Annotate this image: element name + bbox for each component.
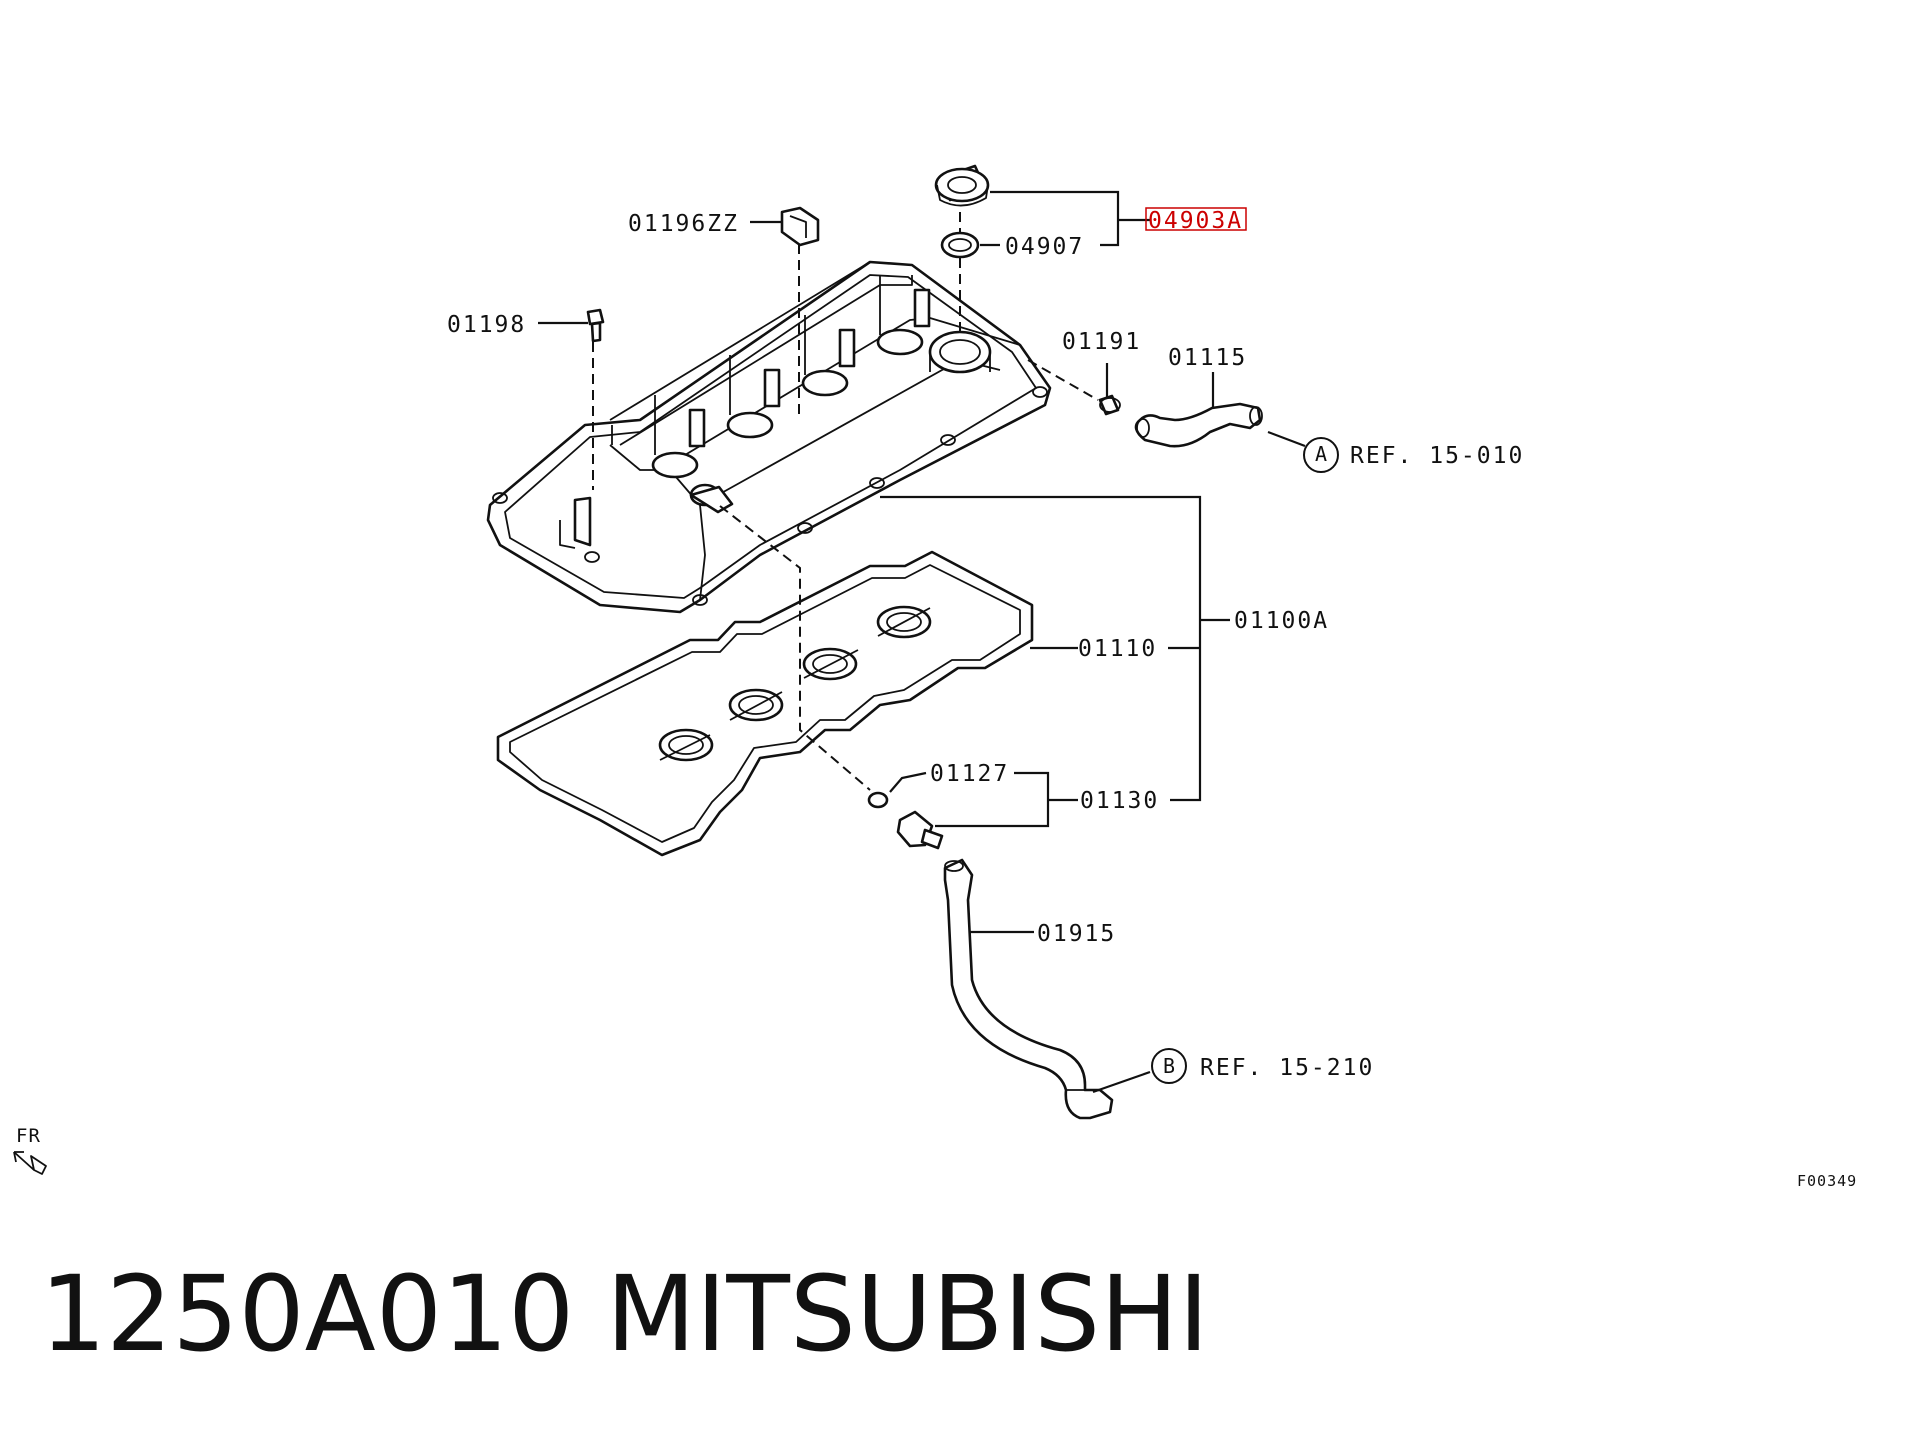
label-bracket-clip: 01196ZZ: [628, 211, 739, 237]
ref-a-marker: A: [1315, 442, 1328, 466]
highlight-box: [1145, 207, 1247, 231]
brand-name: MITSUBISHI: [606, 1253, 1209, 1375]
valve-cover-gasket: [496, 550, 1034, 857]
cap-gasket-inner: [948, 238, 972, 252]
pcv-o-ring: [867, 791, 889, 809]
lower-breather-hose: [943, 858, 1114, 1120]
valve-cover: [486, 260, 1052, 614]
front-label: FR: [16, 1125, 41, 1147]
label-lower-hose: 01915: [1037, 921, 1116, 947]
cover-bolt: [586, 308, 605, 343]
label-cover-assy: 01100A: [1234, 608, 1329, 634]
pcv-valve: [896, 810, 944, 850]
label-clamp: 01191: [1062, 329, 1141, 355]
hose-clamp: [1098, 394, 1121, 416]
front-arrow-icon: [13, 1151, 47, 1175]
leader-lines: [538, 190, 1306, 1094]
label-gasket: 01110: [1078, 636, 1157, 662]
cover-tab: [559, 520, 576, 549]
label-pcv-valve: 01130: [1080, 788, 1159, 814]
cover-bosses: [492, 275, 1048, 606]
upper-breather-hose: [1134, 402, 1263, 448]
part-number: 1250A010: [40, 1253, 574, 1375]
caption: 1250A010 MITSUBISHI: [40, 1253, 1209, 1375]
front-indicator: FR: [13, 1125, 47, 1175]
oil-filler-cap: [934, 164, 990, 207]
label-cap-gasket: 04907: [1005, 234, 1084, 260]
ref-a-circle: [1303, 437, 1339, 473]
figure-code: F00349: [1797, 1172, 1857, 1190]
ref-b-marker: B: [1163, 1054, 1176, 1078]
label-bolt: 01198: [447, 312, 526, 338]
spark-plug-seals: [658, 605, 932, 762]
ref-b-circle: [1151, 1048, 1187, 1084]
label-upper-hose: 01115: [1168, 345, 1247, 371]
label-ref-a: REF. 15-010: [1350, 443, 1524, 469]
cover-bolt-stud: [573, 496, 592, 547]
bracket-clip: [780, 206, 820, 247]
cap-gasket-ring: [940, 231, 980, 259]
label-ref-b: REF. 15-210: [1200, 1055, 1374, 1081]
dashed-guide-lines: [592, 212, 1099, 791]
part-labels: 01196ZZ 01198 04907 04903A 01191 01115 A…: [447, 207, 1524, 1084]
oil-filler-neck: [928, 330, 992, 374]
pcv-port: [689, 483, 734, 514]
label-cap-assy[interactable]: 04903A: [1148, 208, 1243, 234]
label-o-ring: 01127: [930, 761, 1009, 787]
